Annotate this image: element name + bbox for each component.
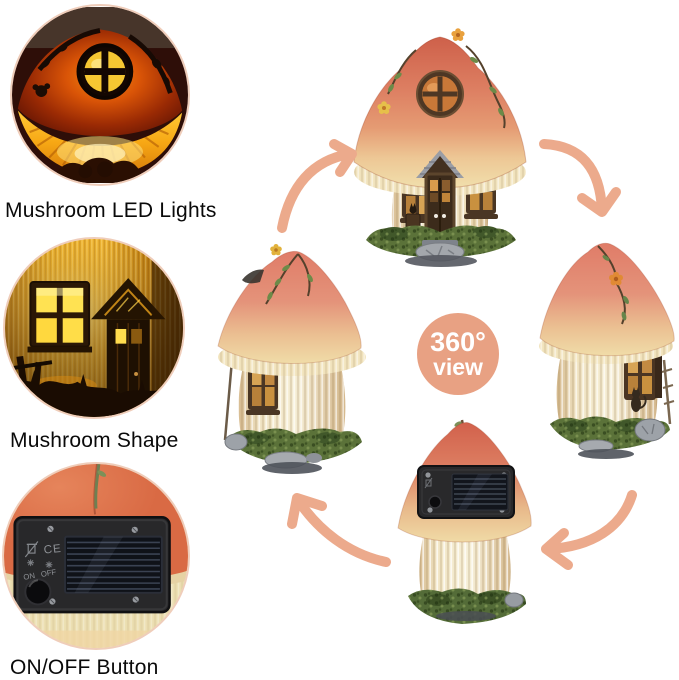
detail-label-on-off-button: ON/OFF Button — [10, 656, 159, 679]
cap-round-window — [416, 70, 464, 118]
mushroom-left-side-view — [212, 242, 372, 480]
mushroom-right-side-view — [536, 238, 678, 466]
ladder — [661, 359, 675, 425]
rotate-arrow-bottom-left-icon — [287, 493, 391, 567]
detail-photo-on-off-button: CE ON OFF — [2, 462, 190, 650]
rotate-arrow-top-right-icon — [539, 139, 621, 217]
solar-cell — [451, 473, 509, 511]
off-text: OFF — [40, 567, 57, 579]
cat-figure — [631, 387, 647, 412]
stones — [578, 418, 666, 459]
vine-leaves — [602, 255, 629, 321]
mushroom-cap — [539, 242, 675, 357]
stones — [224, 433, 322, 474]
garden-pole — [223, 359, 234, 441]
solar-panel: CE ON OFF — [13, 516, 171, 614]
on-off-round-button — [428, 495, 442, 509]
badge-view-text: view — [433, 354, 483, 381]
rotate-arrow-top-left-icon — [277, 139, 357, 233]
badge-360-text: 360° — [430, 326, 486, 357]
mushroom-back-view — [390, 416, 540, 630]
solar-panel — [417, 465, 515, 519]
vine-silhouette — [32, 28, 173, 97]
detail-photo-mushroom-shape — [3, 237, 185, 419]
led-lights-photo-illustration — [12, 7, 188, 183]
stone-path — [405, 240, 477, 267]
grass-base — [408, 588, 526, 624]
sprout-stick — [94, 464, 107, 509]
mushroom-cap — [217, 250, 362, 365]
on-off-button-photo-illustration: CE ON OFF — [4, 464, 188, 648]
on-off-round-button — [24, 578, 52, 606]
ce-mark-text: CE — [43, 542, 62, 557]
glowing-window — [27, 281, 93, 353]
grass-base — [366, 225, 516, 258]
mushroom-front-view — [346, 20, 534, 268]
cap-flower — [270, 244, 282, 256]
badge-360-view: 360° view — [417, 313, 499, 395]
house-stem — [419, 532, 511, 602]
glowing-round-window — [76, 43, 134, 100]
vine-leaves — [388, 57, 504, 117]
recycle-ce-markings: CE ON OFF — [23, 541, 62, 582]
vine-leaves — [267, 264, 313, 301]
detail-label-mushroom-shape: Mushroom Shape — [10, 429, 179, 452]
detail-photo-led-lights — [10, 4, 190, 186]
rotate-arrow-bottom-right-icon — [541, 490, 637, 570]
mushroom-shape-photo-illustration — [5, 239, 183, 417]
screws — [47, 525, 139, 605]
on-text: ON — [23, 571, 36, 582]
detail-label-led-lights: Mushroom LED Lights — [5, 199, 217, 222]
cap-flowers — [377, 28, 465, 114]
bottom-silhouettes — [51, 157, 142, 183]
grass-base — [228, 428, 362, 464]
cap-flower — [609, 271, 623, 286]
solar-cell — [64, 535, 163, 594]
